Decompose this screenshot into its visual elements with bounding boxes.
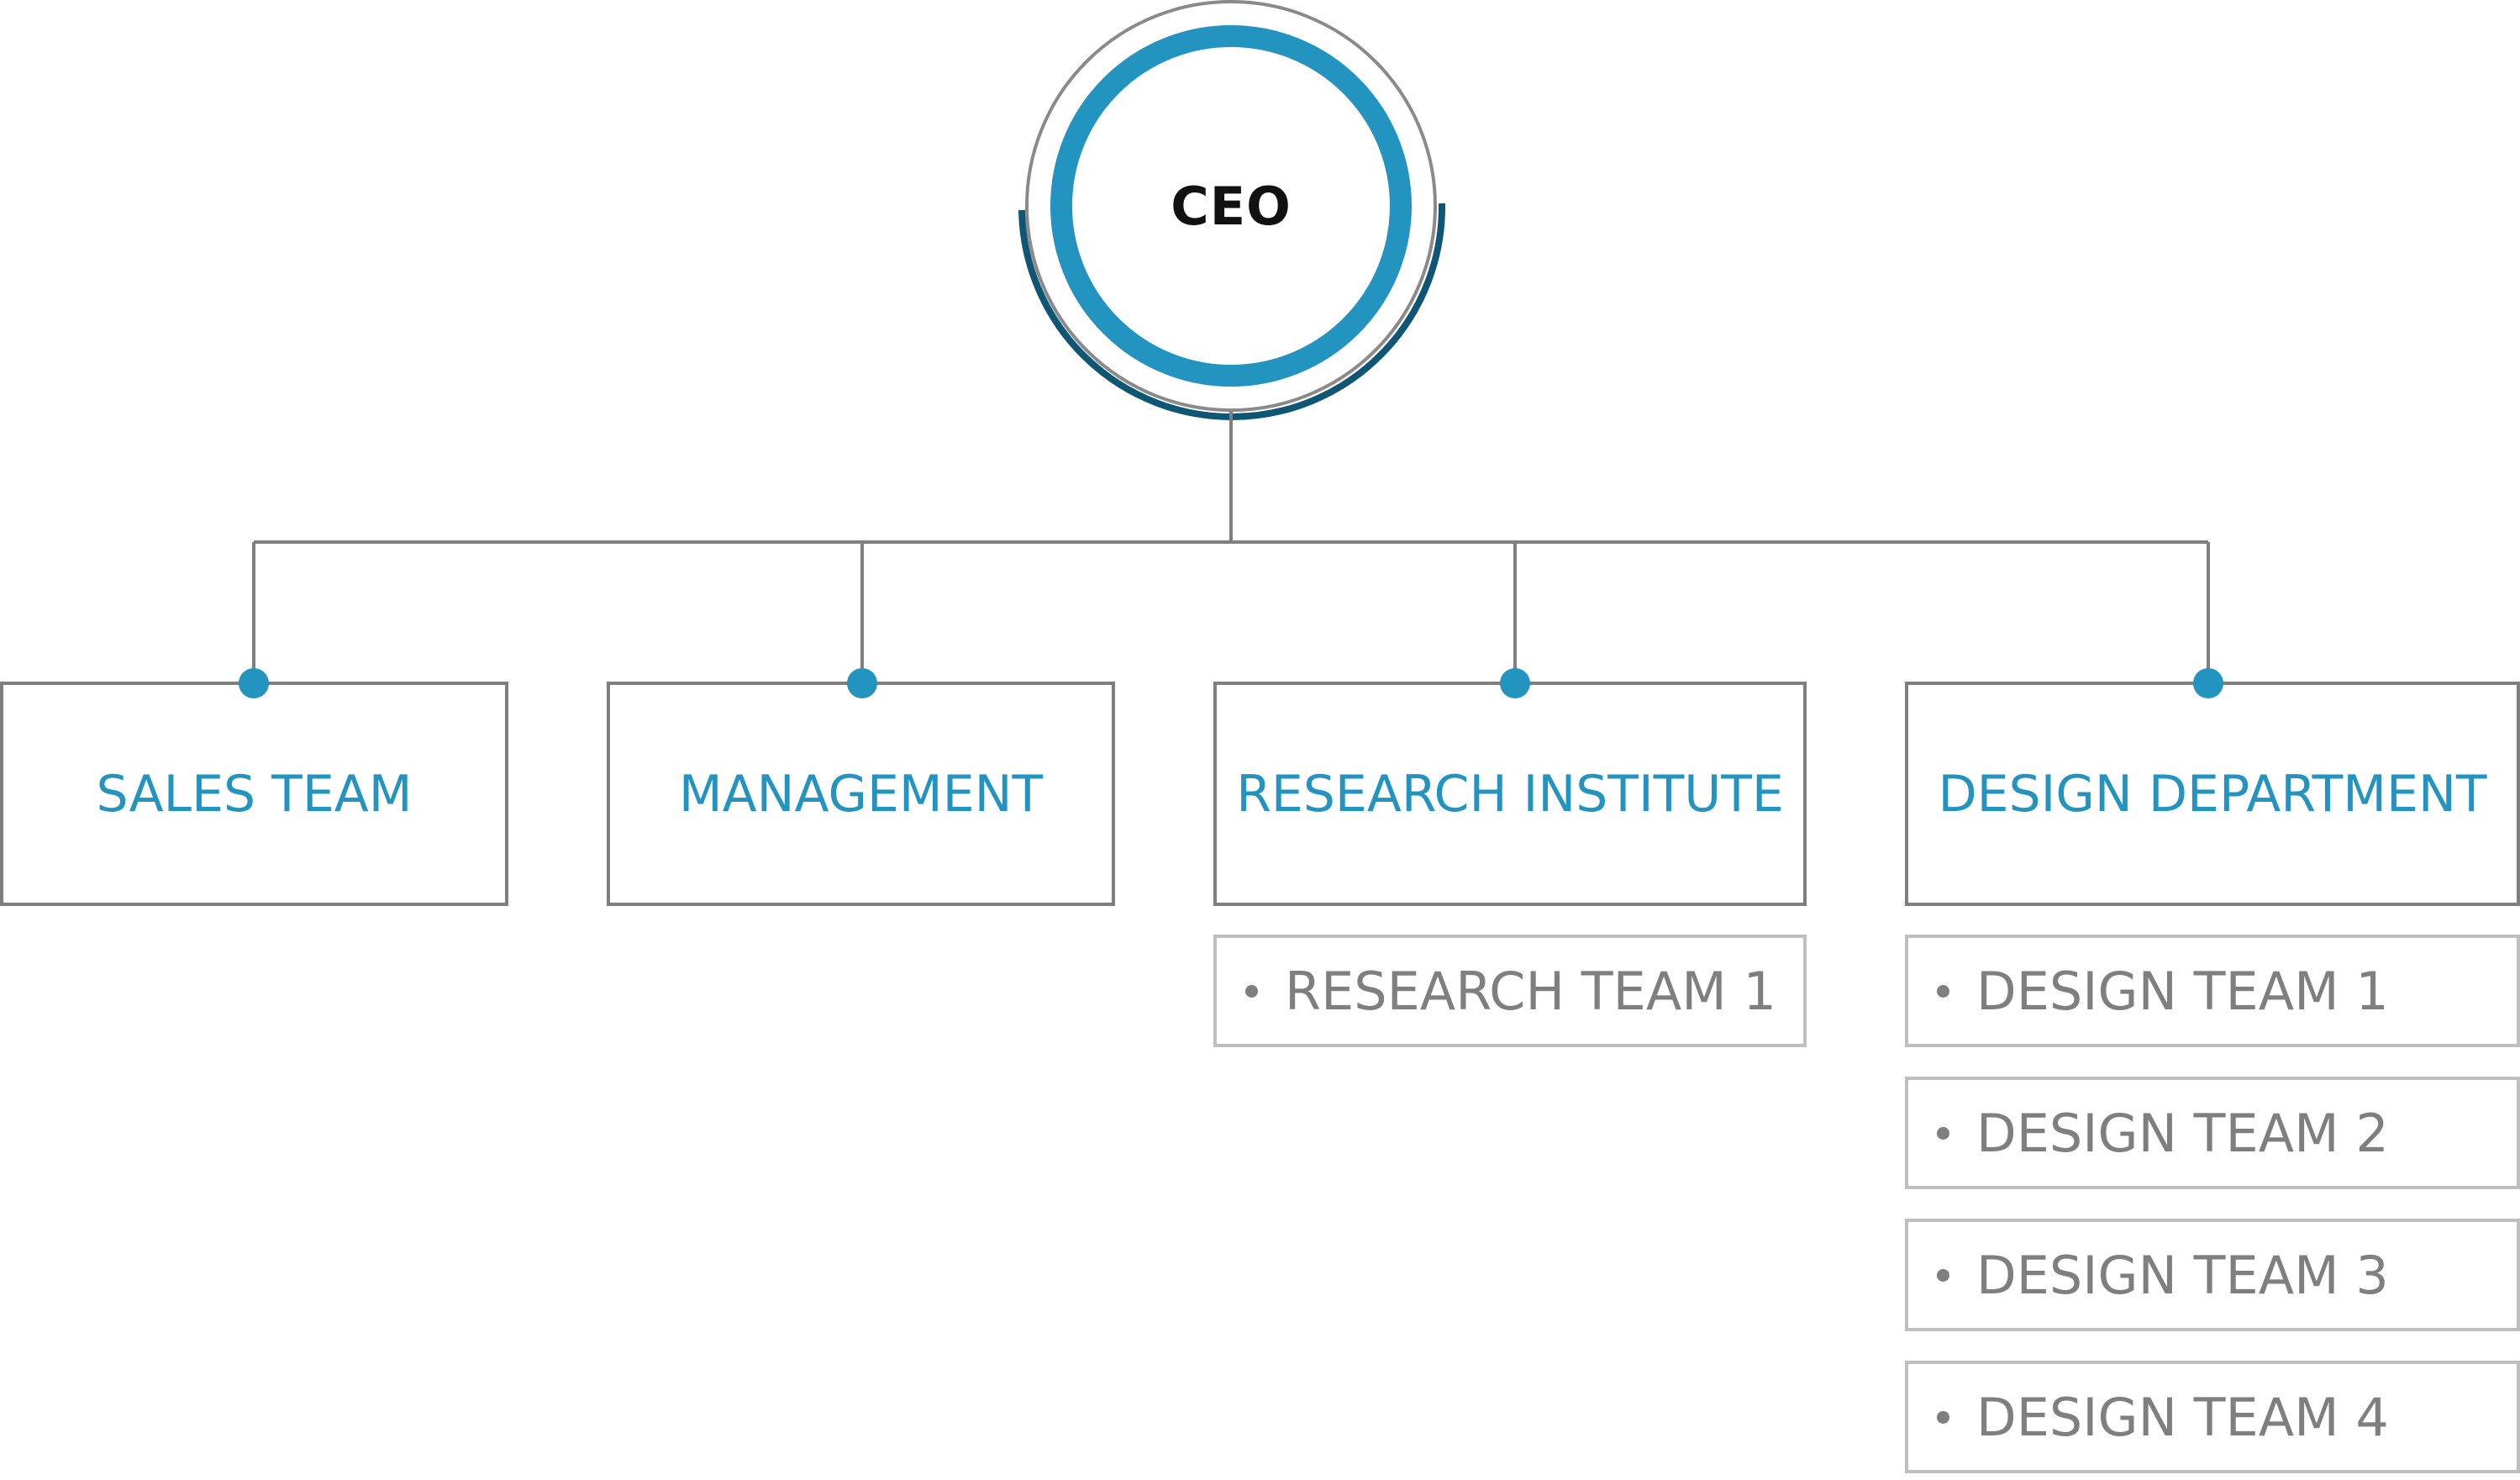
bullet-icon	[1937, 984, 1949, 998]
dept-design-department: DESIGN DEPARTMENT	[1905, 682, 2520, 906]
bullet-icon	[1245, 984, 1258, 998]
connector-dot	[847, 668, 877, 698]
subteam-label: DESIGN TEAM 1	[1976, 960, 2389, 1022]
dept-label: MANAGEMENT	[678, 764, 1044, 824]
bullet-icon	[1937, 1410, 1949, 1424]
connector-dot	[2193, 668, 2223, 698]
dept-sales-team: SALES TEAM	[0, 682, 508, 906]
subteam-research-team-1: RESEARCH TEAM 1	[1213, 935, 1807, 1047]
subteam-design-team-2: DESIGN TEAM 2	[1905, 1077, 2520, 1189]
ceo-dark-arc	[1018, 203, 1446, 420]
connector-dot	[1500, 668, 1530, 698]
dept-label: DESIGN DEPARTMENT	[1938, 764, 2487, 824]
connector-dot	[239, 668, 269, 698]
bullet-icon	[1937, 1268, 1949, 1282]
dept-research-institute: RESEARCH INSTITUTE	[1213, 682, 1807, 906]
dept-management: MANAGEMENT	[607, 682, 1115, 906]
subteam-design-team-1: DESIGN TEAM 1	[1905, 935, 2520, 1047]
subteam-label: DESIGN TEAM 3	[1976, 1244, 2389, 1306]
dept-label: RESEARCH INSTITUTE	[1236, 764, 1784, 824]
dept-label: SALES TEAM	[96, 764, 413, 824]
subteam-label: DESIGN TEAM 2	[1976, 1102, 2389, 1164]
subteam-design-team-4: DESIGN TEAM 4	[1905, 1361, 2520, 1473]
ceo-label: CEO	[1171, 175, 1292, 237]
subteam-label: RESEARCH TEAM 1	[1285, 960, 1776, 1022]
bullet-icon	[1937, 1126, 1949, 1140]
ceo-blue-ring	[1050, 25, 1412, 387]
ceo-outer-ring	[1025, 0, 1437, 412]
subteam-label: DESIGN TEAM 4	[1976, 1386, 2389, 1448]
subteam-design-team-3: DESIGN TEAM 3	[1905, 1219, 2520, 1331]
